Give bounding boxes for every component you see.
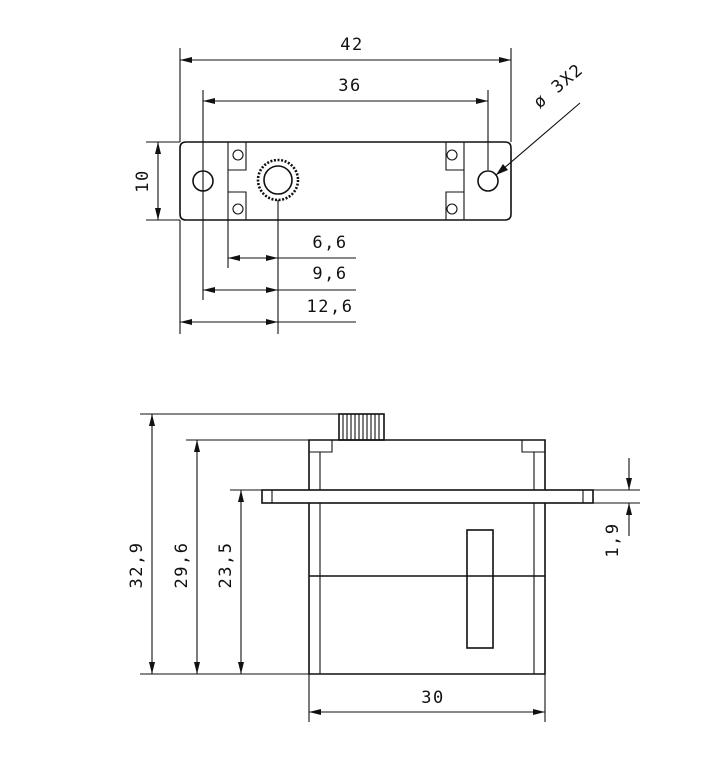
dim-total-height-label: 32,9 (127, 542, 147, 589)
dim-body-width-label: 30 (421, 688, 444, 708)
dim-flange-thickness-label: 1,9 (603, 522, 623, 557)
dim-flange-height-label: 23,5 (216, 542, 236, 589)
side-flange (261, 489, 594, 504)
top-view: 42 36 10 ø 3X2 6,6 9,6 (133, 35, 588, 334)
top-body-outline (227, 142, 465, 220)
side-output-spline (338, 413, 385, 441)
side-top-body (308, 439, 546, 490)
dim-body-height-label: 29,6 (172, 542, 192, 589)
screw-top-right (446, 149, 458, 161)
screw-bottom-right (446, 203, 458, 215)
screw-bottom-left (232, 203, 244, 215)
output-spline-outer (256, 158, 300, 202)
dim-offset-large-label: 12,6 (307, 297, 354, 317)
dim-offset-small-label: 6,6 (312, 233, 347, 253)
dim-height-label: 10 (133, 169, 153, 192)
dim-offset-mid-label: 9,6 (312, 264, 347, 284)
output-spline-inner (263, 165, 293, 195)
dim-hole-spacing-label: 36 (338, 76, 361, 96)
side-lower-body (308, 503, 546, 675)
dim-width-overall-label: 42 (340, 35, 363, 55)
side-label-plate (466, 529, 494, 649)
screw-top-left (232, 149, 244, 161)
dim-hole-diameter-label: ø 3X2 (530, 60, 588, 113)
side-view: 32,9 29,6 23,5 1,9 30 (127, 413, 640, 722)
right-mount-hole (477, 170, 499, 192)
top-bracket-outline (179, 141, 512, 221)
